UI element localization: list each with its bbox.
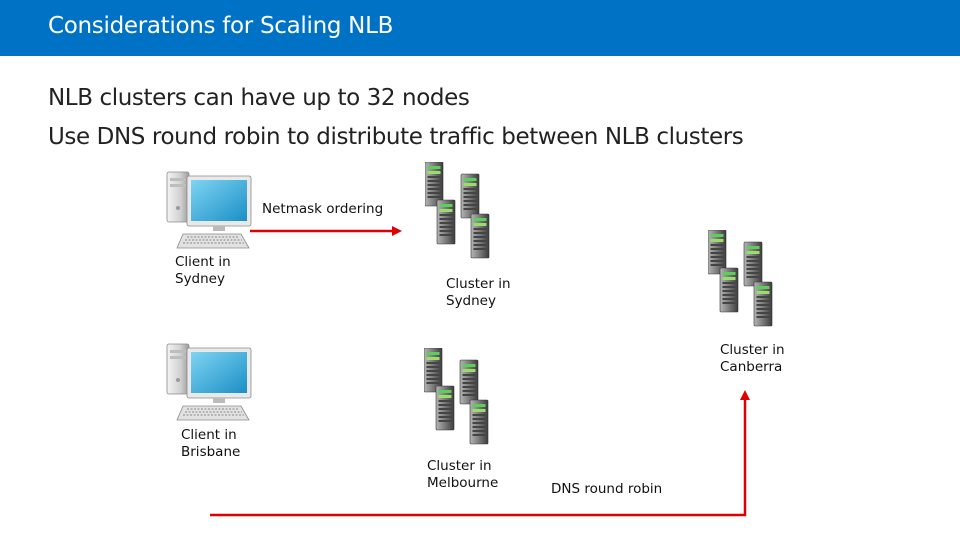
- label-line: Sydney: [175, 271, 225, 287]
- dns-round-robin-arrow: [210, 390, 750, 517]
- label-line: Melbourne: [427, 475, 499, 491]
- label-line: Cluster in: [720, 342, 785, 358]
- client-brisbane-label: Client in Brisbane: [181, 427, 240, 461]
- label-line: Sydney: [446, 293, 496, 309]
- desktop-computer-icon: [166, 343, 252, 421]
- label-line: Canberra: [720, 359, 783, 375]
- dns-round-robin-label: DNS round robin: [551, 481, 663, 497]
- label-line: Cluster in: [427, 458, 492, 474]
- bullet-point: NLB clusters can have up to 32 nodes: [48, 85, 470, 111]
- label-line: Brisbane: [181, 444, 241, 460]
- label-line: Cluster in: [446, 276, 511, 292]
- server-cluster-icon: [425, 162, 495, 262]
- title-bar: Considerations for Scaling NLB: [0, 0, 960, 56]
- slide-title: Considerations for Scaling NLB: [48, 13, 394, 39]
- server-cluster-icon: [708, 230, 780, 332]
- netmask-ordering-label: Netmask ordering: [262, 201, 384, 217]
- bullet-point: Use DNS round robin to distribute traffi…: [48, 124, 744, 150]
- label-line: Client in: [175, 254, 231, 270]
- label-line: Client in: [181, 427, 237, 443]
- client-sydney-label: Client in Sydney: [175, 254, 231, 288]
- desktop-computer-icon: [166, 171, 252, 249]
- cluster-melbourne-label: Cluster in Melbourne: [427, 458, 498, 492]
- cluster-sydney-label: Cluster in Sydney: [446, 276, 511, 310]
- server-cluster-icon: [424, 348, 496, 450]
- cluster-canberra-label: Cluster in Canberra: [720, 342, 785, 376]
